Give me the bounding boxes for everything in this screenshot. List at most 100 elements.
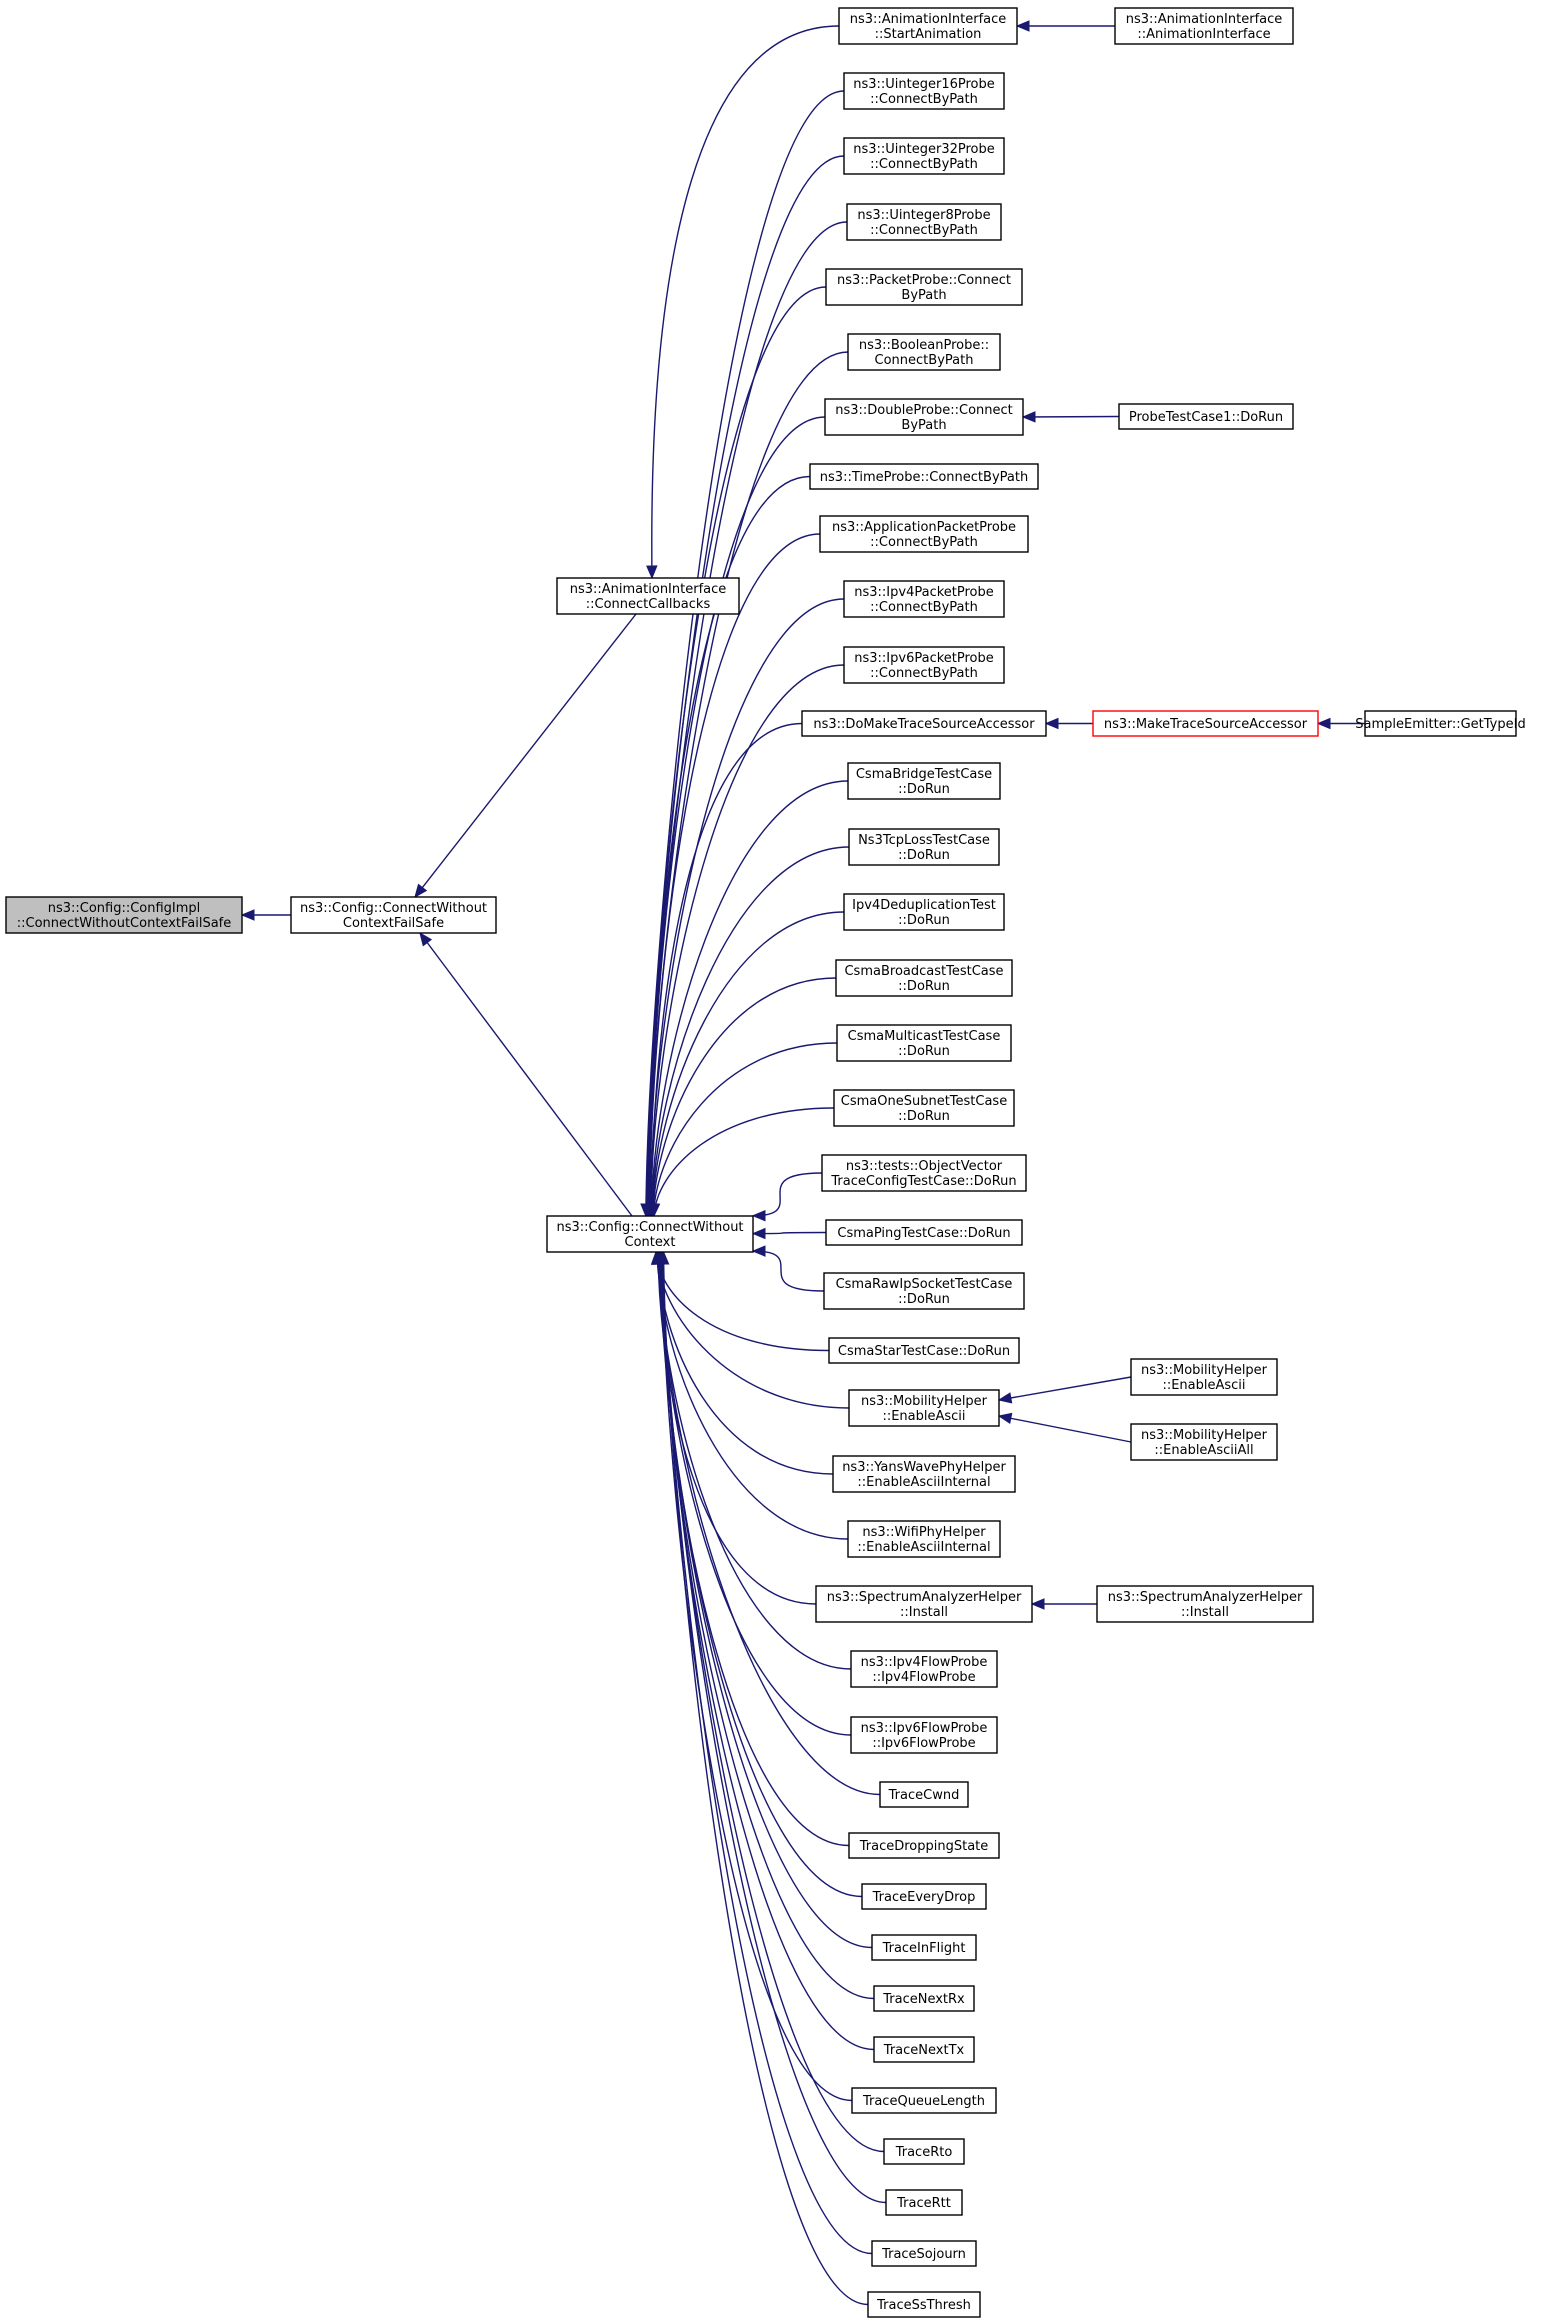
node-box: [873, 1985, 975, 2012]
node-maketsa[interactable]: ns3::MakeTraceSourceAccessor: [1092, 710, 1319, 737]
node-box: [1096, 1585, 1314, 1623]
node-label: ns3::MobilityHelper: [861, 1394, 988, 1409]
edge-line: [649, 664, 845, 1217]
node-box: [851, 2087, 997, 2114]
edge-arrowhead: [240, 909, 255, 921]
node-label: ::ConnectByPath: [870, 157, 978, 172]
node-box: [848, 828, 1000, 866]
node-ipv4flow[interactable]: ns3::Ipv4FlowProbe::Ipv4FlowProbe: [850, 1650, 998, 1688]
edge-csmabroadcast-to-cwc: [647, 977, 837, 1218]
node-label: TraceInFlight: [882, 1941, 966, 1956]
edge-line: [652, 1042, 838, 1217]
edge-sampleemitter-to-maketsa: [1316, 717, 1365, 730]
node-box: [1118, 403, 1294, 430]
node-mobility_a[interactable]: ns3::MobilityHelper::EnableAscii: [1130, 1358, 1278, 1396]
node-timeprobe[interactable]: ns3::TimeProbe::ConnectByPath: [809, 463, 1039, 490]
node-cwc[interactable]: ns3::Config::ConnectWithoutContext: [546, 1215, 754, 1253]
node-ipv6flow[interactable]: ns3::Ipv6FlowProbe::Ipv6FlowProbe: [850, 1716, 998, 1754]
node-mobility[interactable]: ns3::MobilityHelper::EnableAscii: [848, 1389, 1000, 1427]
node-box: [819, 515, 1029, 553]
node-u32[interactable]: ns3::Uinteger32Probe::ConnectByPath: [843, 137, 1005, 175]
node-tracecwnd[interactable]: TraceCwnd: [879, 1781, 969, 1808]
node-objvector[interactable]: ns3::tests::ObjectVectorTraceConfigTestC…: [821, 1154, 1027, 1192]
node-cwcfs[interactable]: ns3::Config::ConnectWithoutContextFailSa…: [290, 896, 497, 934]
node-label: TraceNextRx: [882, 1992, 965, 2007]
node-animiface[interactable]: ns3::AnimationInterface::AnimationInterf…: [1114, 7, 1294, 45]
node-spectrum2[interactable]: ns3::SpectrumAnalyzerHelper::Install: [1096, 1585, 1314, 1623]
edge-line: [646, 286, 827, 1217]
node-box: [871, 2240, 977, 2267]
edge-arrowhead: [751, 1227, 766, 1240]
node-label: CsmaBridgeTestCase: [856, 767, 992, 782]
node-ipv6packet[interactable]: ns3::Ipv6PacketProbe::ConnectByPath: [843, 646, 1005, 684]
node-tracenexttx[interactable]: TraceNextTx: [873, 2036, 975, 2063]
node-ipv4packet[interactable]: ns3::Ipv4PacketProbe::ConnectByPath: [843, 580, 1005, 618]
node-csmamulticast[interactable]: CsmaMulticastTestCase::DoRun: [836, 1024, 1012, 1062]
edge-mobility_all-to-mobility: [997, 1412, 1132, 1443]
node-label: ns3::Uinteger32Probe: [853, 142, 995, 157]
node-tracesojourn[interactable]: TraceSojourn: [871, 2240, 977, 2267]
node-label: ns3::AnimationInterface: [1126, 12, 1283, 27]
node-tracerto[interactable]: TraceRto: [883, 2138, 965, 2165]
node-u16[interactable]: ns3::Uinteger16Probe::ConnectByPath: [843, 72, 1005, 110]
node-box: [850, 1716, 998, 1754]
node-tracertt[interactable]: TraceRtt: [885, 2189, 963, 2216]
node-csmabridge[interactable]: CsmaBridgeTestCase::DoRun: [847, 762, 1001, 800]
node-traceinflight[interactable]: TraceInFlight: [871, 1934, 977, 1961]
edge-arrowhead: [751, 1209, 766, 1222]
node-box: [1130, 1423, 1278, 1461]
node-label: ConnectByPath: [875, 353, 974, 368]
node-csmarawip[interactable]: CsmaRawIpSocketTestCase::DoRun: [823, 1272, 1025, 1310]
node-connectcallbacks[interactable]: ns3::AnimationInterface::ConnectCallback…: [556, 577, 740, 615]
node-probetest[interactable]: ProbeTestCase1::DoRun: [1118, 403, 1294, 430]
node-apppacket[interactable]: ns3::ApplicationPacketProbe::ConnectByPa…: [819, 515, 1029, 553]
node-csmaping[interactable]: CsmaPingTestCase::DoRun: [825, 1219, 1023, 1246]
node-wifiphy[interactable]: ns3::WifiPhyHelper::EnableAsciiInternal: [847, 1520, 1001, 1558]
node-ns3tcploss[interactable]: Ns3TcpLossTestCase::DoRun: [848, 828, 1000, 866]
node-yanswave[interactable]: ns3::YansWavePhyHelper::EnableAsciiInter…: [832, 1455, 1016, 1493]
node-startanim[interactable]: ns3::AnimationInterface::StartAnimation: [838, 7, 1018, 45]
node-tracenextrx[interactable]: TraceNextRx: [873, 1985, 975, 2012]
edge-u32-to-cwc: [640, 155, 845, 1218]
edge-arrowhead: [646, 565, 658, 580]
node-root[interactable]: ns3::Config::ConfigImpl::ConnectWithoutC…: [5, 896, 243, 934]
node-label: ns3::AnimationInterface: [850, 12, 1007, 27]
node-box: [290, 896, 497, 934]
node-box: [848, 1832, 1000, 1859]
node-packetprobe[interactable]: ns3::PacketProbe::ConnectByPath: [825, 268, 1023, 306]
node-traceeverydrop[interactable]: TraceEveryDrop: [861, 1883, 987, 1910]
node-csmabroadcast[interactable]: CsmaBroadcastTestCase::DoRun: [835, 959, 1013, 997]
node-tracequeuelen[interactable]: TraceQueueLength: [851, 2087, 997, 2114]
node-csmastar[interactable]: CsmaStarTestCase::DoRun: [828, 1337, 1020, 1364]
node-domaketsa[interactable]: ns3::DoMakeTraceSourceAccessor: [801, 710, 1047, 737]
node-spectrum[interactable]: ns3::SpectrumAnalyzerHelper::Install: [815, 1585, 1033, 1623]
edge-line: [752, 1250, 825, 1292]
node-label: ::EnableAscii: [882, 1409, 965, 1424]
node-label: CsmaOneSubnetTestCase: [841, 1094, 1007, 1109]
node-box: [843, 137, 1005, 175]
edge-csmastar-to-cwc: [650, 1250, 830, 1352]
node-ipv4dedup[interactable]: Ipv4DeduplicationTest::DoRun: [843, 893, 1005, 931]
node-box: [1114, 7, 1294, 45]
node-box: [825, 1219, 1023, 1246]
node-csmaonesubnet[interactable]: CsmaOneSubnetTestCase::DoRun: [833, 1089, 1015, 1127]
node-tracessthresh[interactable]: TraceSsThresh: [867, 2291, 981, 2318]
node-mobility_all[interactable]: ns3::MobilityHelper::EnableAsciiAll: [1130, 1423, 1278, 1461]
node-box: [828, 1337, 1020, 1364]
edge-line: [1022, 415, 1120, 418]
node-box: [867, 2291, 981, 2318]
node-label: ProbeTestCase1::DoRun: [1129, 410, 1283, 425]
node-u8[interactable]: ns3::Uinteger8Probe::ConnectByPath: [846, 203, 1002, 241]
node-tracedropping[interactable]: TraceDroppingState: [848, 1832, 1000, 1859]
node-boolprobe[interactable]: ns3::BooleanProbe::ConnectByPath: [847, 333, 1001, 371]
node-label: ::EnableAsciiInternal: [857, 1540, 990, 1555]
node-box: [843, 72, 1005, 110]
node-doubleprobe[interactable]: ns3::DoubleProbe::ConnectByPath: [824, 398, 1024, 436]
node-label: ::DoRun: [898, 1292, 950, 1307]
node-label: ns3::MakeTraceSourceAccessor: [1104, 717, 1308, 732]
edge-animiface-to-startanim: [1015, 20, 1115, 32]
node-sampleemitter[interactable]: SampleEmitter::GetTypeId: [1355, 710, 1526, 737]
edge-line: [998, 1415, 1132, 1443]
edge-tracecwnd-to-cwc: [653, 1250, 881, 1796]
edge-line: [645, 155, 845, 1217]
